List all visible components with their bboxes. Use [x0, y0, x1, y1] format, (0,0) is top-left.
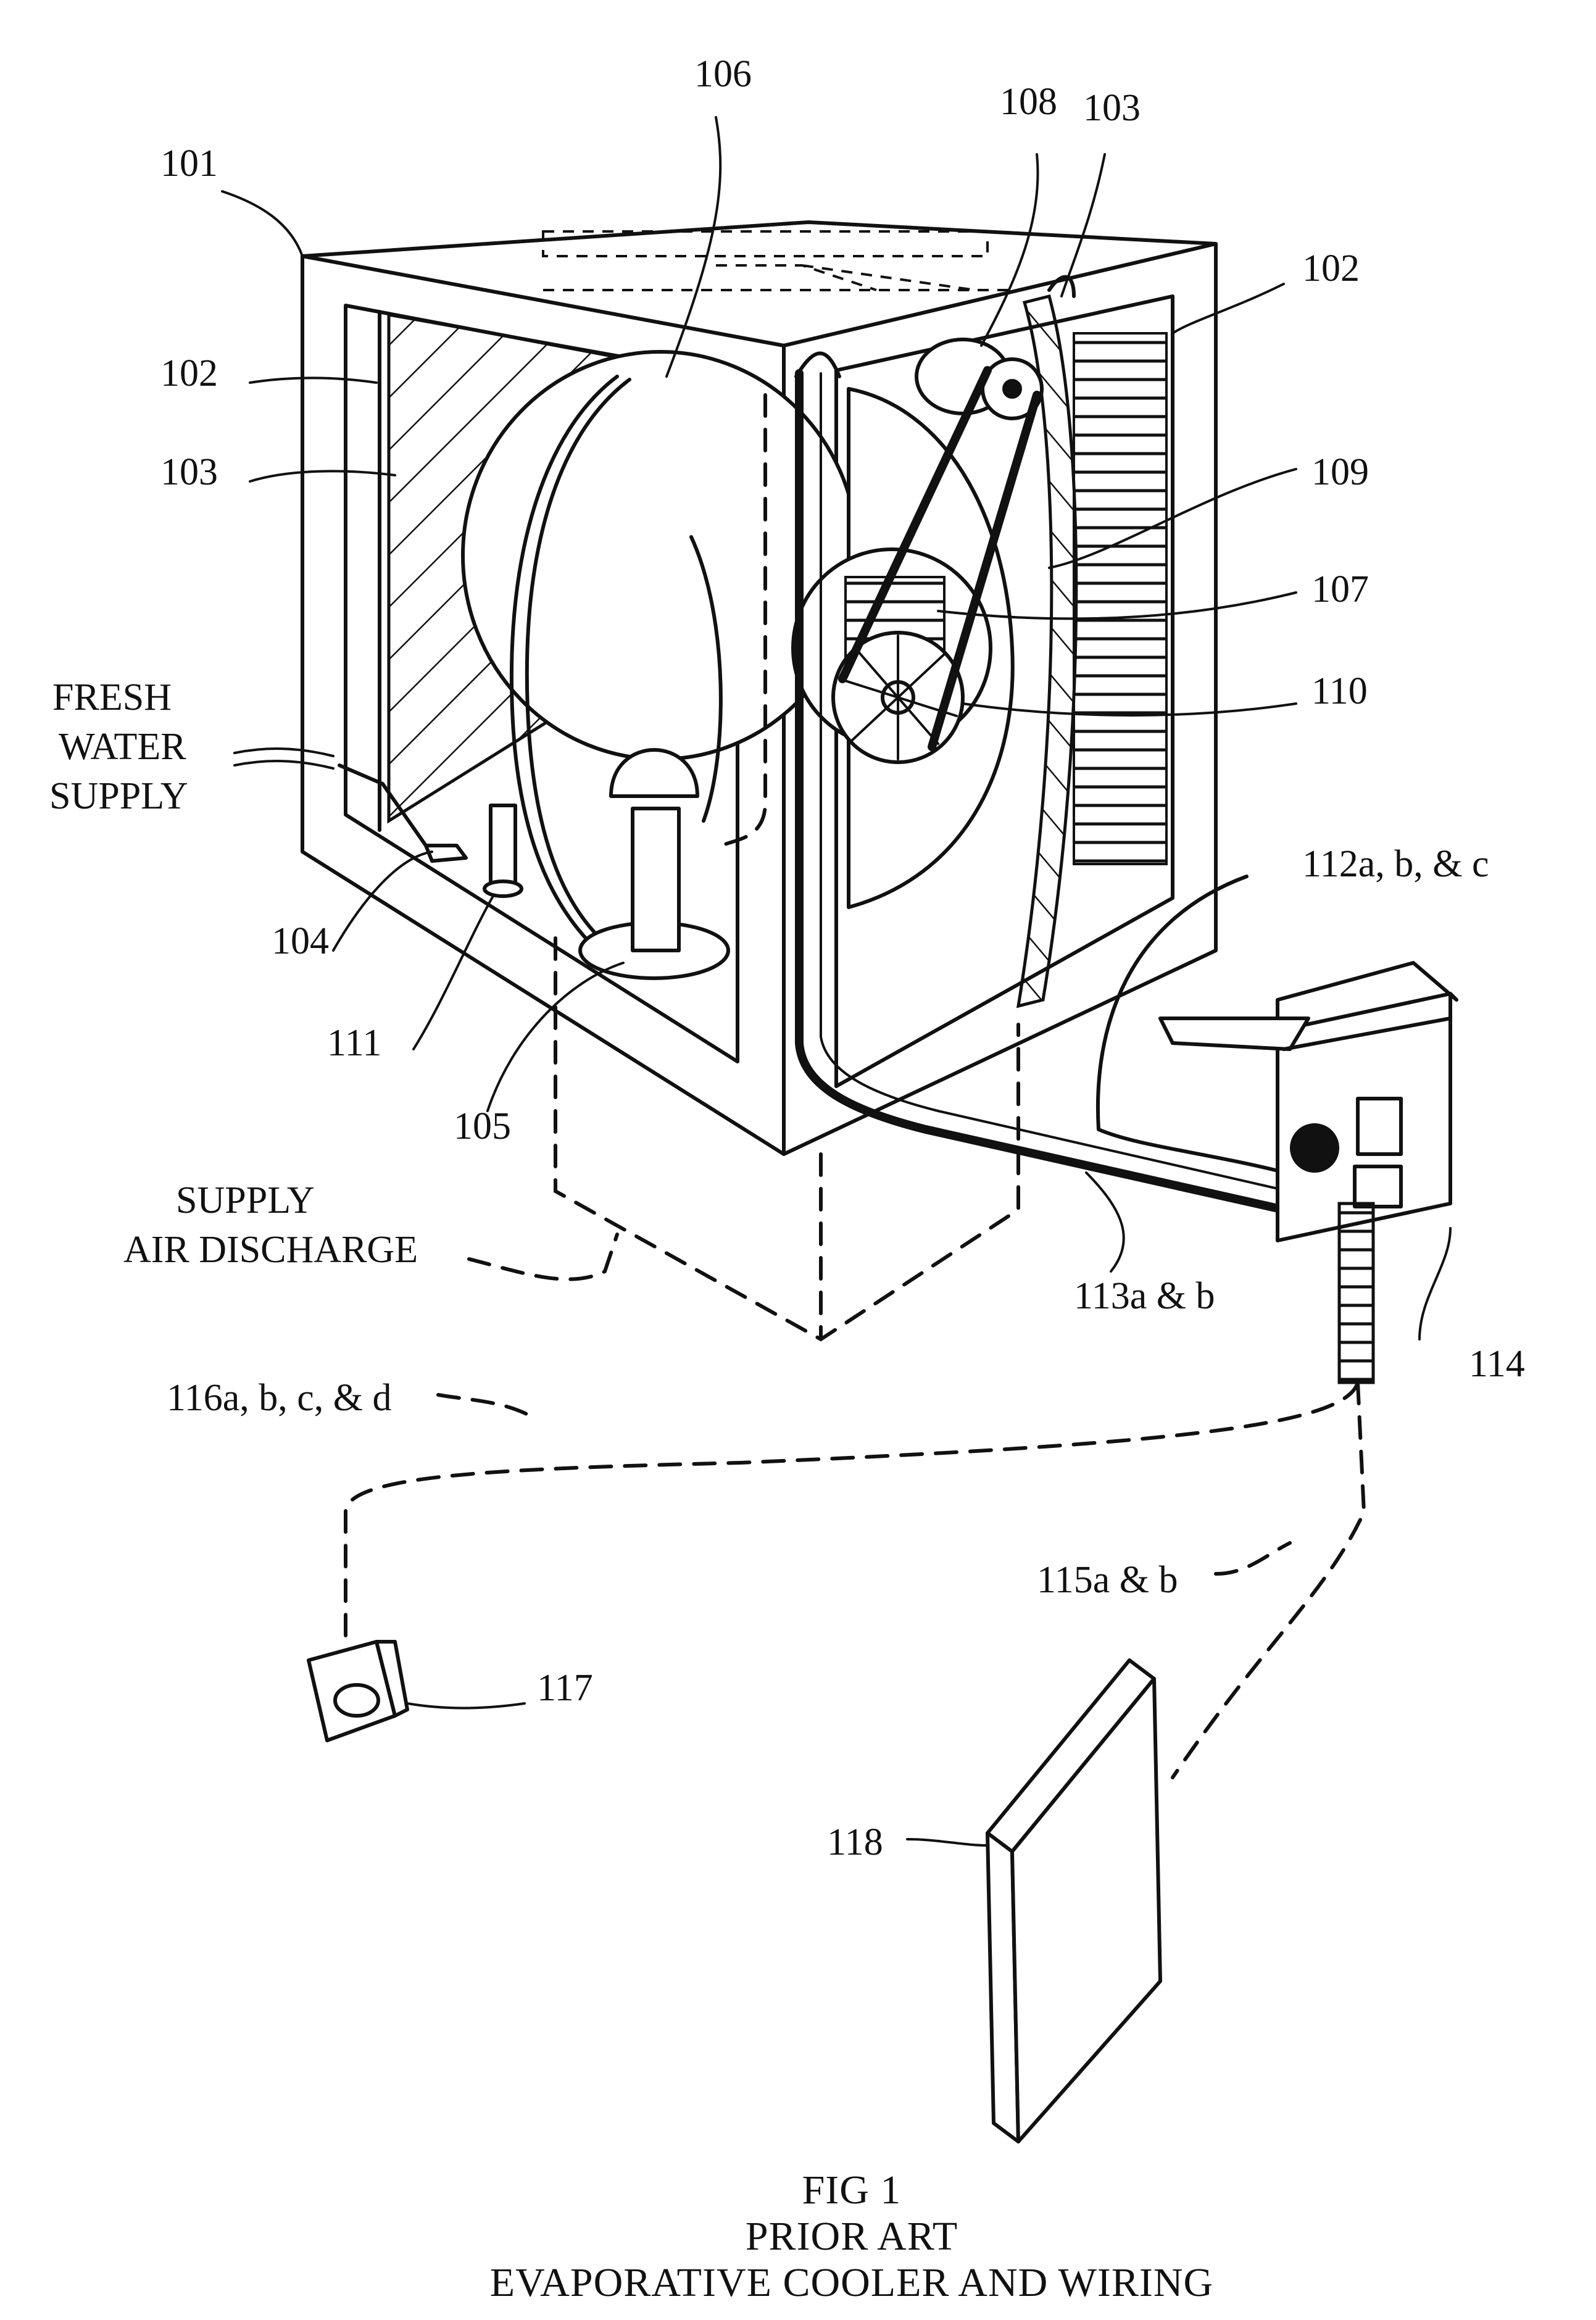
label-101: 101	[160, 143, 218, 185]
leader-118	[906, 1838, 989, 1847]
label-109: 109	[1311, 451, 1369, 493]
right-frame-opening	[834, 294, 1174, 1088]
junction-box	[1158, 961, 1458, 1384]
caption-prior-art: PRIOR ART	[746, 2214, 958, 2259]
conduit-down	[1337, 1202, 1375, 1384]
label-115: 115a & b	[1037, 1559, 1178, 1601]
label-105: 105	[454, 1105, 511, 1147]
top-hidden-frame	[542, 230, 989, 257]
water-distribution-tube-inner	[525, 378, 631, 955]
figure-caption: FIG 1 PRIOR ART EVAPORATIVE COOLER AND W…	[490, 2168, 1213, 2305]
leader-116	[436, 1393, 539, 1421]
panel-face	[1010, 1677, 1162, 2143]
leader-110	[962, 702, 1297, 717]
label-fresh-3: SUPPLY	[49, 775, 188, 817]
overflow-pipe	[489, 804, 517, 888]
label-117: 117	[537, 1667, 593, 1709]
label-supply-2: AIR DISCHARGE	[123, 1229, 418, 1271]
leader-114	[1418, 1227, 1452, 1341]
switch-knob	[333, 1683, 380, 1718]
motor-pulley-hub	[1002, 379, 1022, 399]
label-103-left: 103	[160, 451, 218, 493]
leader-102-left	[249, 376, 378, 384]
leader-108	[980, 153, 1039, 347]
drive-belt	[838, 366, 1041, 751]
blower-housing-edge	[689, 535, 723, 823]
wire-116-to-117	[344, 1381, 1360, 1637]
leader-111	[412, 894, 495, 1050]
label-fresh-1: FRESH	[52, 676, 172, 718]
control-panel	[986, 1658, 1162, 2143]
label-108: 108	[1000, 81, 1057, 123]
leader-107	[937, 591, 1297, 620]
reference-labels: 101 102 103 106 108 103 102 109 107 110 …	[49, 53, 1525, 1863]
leader-102-right	[1171, 283, 1285, 335]
pump-column	[631, 807, 681, 952]
caption-fig: FIG 1	[802, 2168, 902, 2213]
wire-115-to-118	[1171, 1381, 1366, 1779]
right-evaporative-pad	[1016, 294, 1078, 1008]
cord-112	[1095, 875, 1310, 1181]
label-104: 104	[272, 920, 329, 962]
top-hidden-lines	[543, 264, 1018, 291]
remote-wiring	[344, 1381, 1366, 1779]
receptacle-outlet-top	[1356, 1097, 1403, 1156]
wall-switch	[307, 1640, 409, 1742]
receptacle-outlet-bottom	[1353, 1165, 1403, 1208]
leader-supply-air	[467, 1233, 619, 1281]
water-distribution-tube	[509, 375, 619, 965]
label-114: 114	[1469, 1343, 1525, 1385]
supply-air-duct	[554, 393, 1020, 1342]
leader-106	[665, 116, 722, 378]
leader-113	[1085, 1171, 1125, 1273]
conduit-cable-outline	[820, 372, 1303, 1195]
label-118: 118	[827, 1821, 883, 1863]
label-110: 110	[1311, 670, 1368, 712]
leader-105	[486, 962, 625, 1112]
label-111: 111	[327, 1022, 381, 1064]
label-106: 106	[694, 53, 752, 95]
leader-109	[1048, 468, 1297, 569]
fresh-water-line	[233, 747, 335, 770]
leader-103-right	[1060, 153, 1106, 297]
caption-title: EVAPORATIVE COOLER AND WIRING	[490, 2260, 1213, 2305]
blower-assembly	[461, 338, 1044, 909]
label-116: 116a, b, c, & d	[167, 1377, 391, 1419]
label-113: 113a & b	[1074, 1275, 1215, 1317]
label-supply-1: SUPPLY	[176, 1179, 315, 1221]
leader-117	[406, 1702, 526, 1710]
pulley-spokes	[838, 634, 958, 760]
float-valve	[424, 844, 468, 863]
switch-plate-side	[375, 1640, 409, 1718]
conduit-top-loop	[794, 351, 841, 378]
label-103-right: 103	[1083, 87, 1141, 129]
receptacle-left	[1290, 1123, 1339, 1173]
leader-115	[1214, 1541, 1292, 1576]
leader-103-left	[249, 470, 396, 483]
box-lid-edge	[1282, 1017, 1452, 1051]
box-lid-flap	[1158, 1017, 1310, 1051]
float-arm	[338, 763, 428, 847]
leader-104	[332, 850, 433, 952]
label-102-right: 102	[1302, 247, 1360, 289]
label-112: 112a, b, & c	[1302, 843, 1489, 885]
hidden-duct-line	[720, 393, 767, 847]
pump-motor-cap	[609, 748, 699, 798]
leader-lines	[221, 116, 1452, 1847]
label-107: 107	[1311, 568, 1369, 610]
conduit-top-loop-right	[1047, 275, 1076, 298]
overflow-pipe-base	[483, 879, 523, 898]
right-louvers	[1073, 332, 1168, 865]
leader-101	[221, 190, 304, 257]
label-102-left: 102	[160, 352, 218, 394]
label-fresh-2: WATER	[59, 726, 186, 768]
